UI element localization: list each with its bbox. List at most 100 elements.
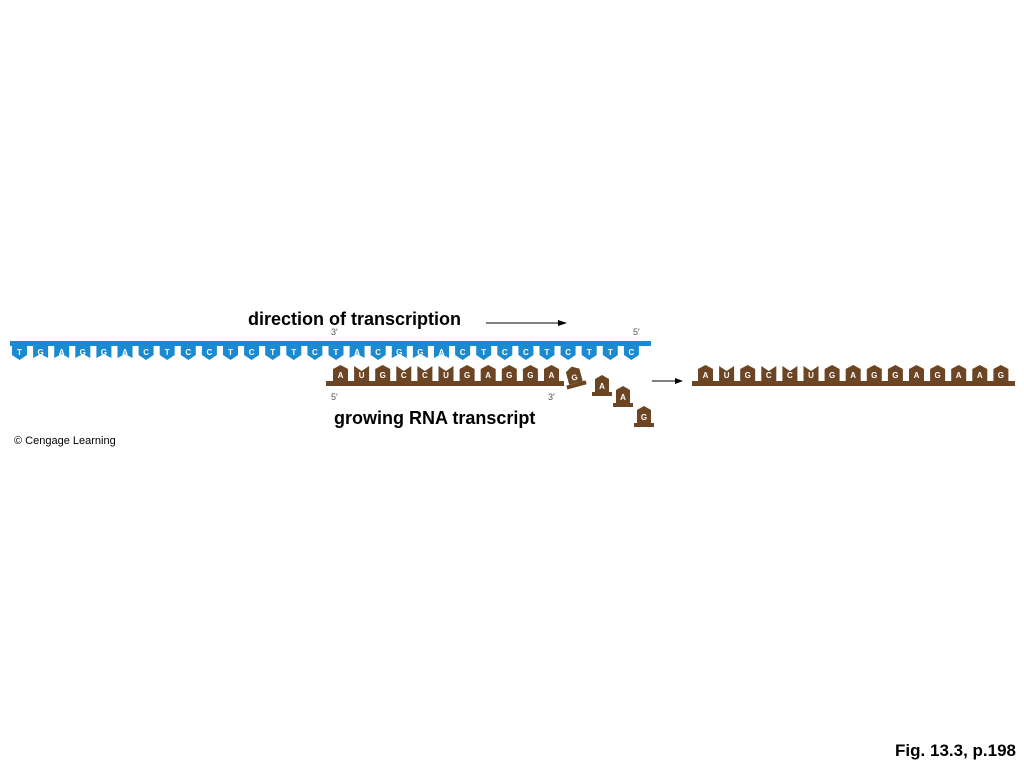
dna-base bbox=[201, 346, 217, 360]
dna-base bbox=[412, 346, 428, 358]
final-rna-base-letter: C bbox=[766, 371, 772, 380]
rna-backbone bbox=[326, 381, 564, 386]
dna-base-letter: C bbox=[207, 348, 213, 357]
direction-of-transcription-label: direction of transcription bbox=[248, 309, 462, 329]
rna-base-letter: U bbox=[359, 371, 365, 380]
incoming-nucleotide: A bbox=[613, 386, 633, 407]
dna-base bbox=[159, 346, 175, 360]
final-rna-base bbox=[761, 366, 777, 381]
rna-base bbox=[544, 365, 559, 381]
dna-base bbox=[434, 346, 449, 358]
dna-base-letter: C bbox=[249, 348, 255, 357]
dna-backbone bbox=[10, 341, 651, 346]
rna-base bbox=[438, 366, 454, 381]
dna-base-letter: G bbox=[80, 348, 86, 357]
dna-base bbox=[307, 346, 323, 360]
dna-base bbox=[138, 346, 154, 360]
final-rna-base-letter: G bbox=[745, 371, 751, 380]
final-rna-base bbox=[993, 365, 1009, 381]
dna-base-letter: A bbox=[59, 348, 65, 357]
rna-end-right: 3′ bbox=[548, 392, 555, 402]
dna-base-letter: C bbox=[502, 348, 508, 357]
final-rna-base bbox=[972, 365, 988, 381]
final-rna-base bbox=[803, 366, 819, 381]
rna-base bbox=[375, 365, 391, 381]
final-rna-base-letter: A bbox=[914, 371, 920, 380]
final-rna-base bbox=[930, 365, 946, 381]
final-rna-base bbox=[698, 365, 713, 381]
dna-end-right: 5′ bbox=[633, 327, 640, 337]
dna-base bbox=[476, 346, 492, 360]
rna-base-letter: A bbox=[338, 371, 344, 380]
final-rna-base bbox=[740, 365, 756, 381]
dna-base-letter: T bbox=[481, 348, 486, 357]
rna-base bbox=[501, 365, 517, 381]
dna-base bbox=[54, 346, 70, 358]
dna-base-letter: G bbox=[417, 348, 423, 357]
final-rna-base-letter: A bbox=[703, 371, 709, 380]
dna-base bbox=[391, 346, 407, 358]
result-arrow bbox=[652, 378, 683, 384]
rna-end-left: 5′ bbox=[331, 392, 338, 402]
dna-base bbox=[539, 346, 555, 360]
dna-base bbox=[180, 346, 196, 360]
final-rna-base-letter: U bbox=[724, 371, 730, 380]
dna-base-letter: C bbox=[312, 348, 318, 357]
dna-base-letter: A bbox=[439, 348, 445, 357]
dna-base-letter: C bbox=[523, 348, 529, 357]
final-rna-base-letter: C bbox=[787, 371, 793, 380]
dna-base-letter: T bbox=[228, 348, 233, 357]
dna-base bbox=[96, 346, 112, 358]
final-rna-base bbox=[951, 365, 967, 381]
dna-base-letter: C bbox=[565, 348, 571, 357]
incoming-base-letter: G bbox=[641, 413, 647, 422]
dna-base bbox=[286, 346, 302, 360]
incoming-base-letter: G bbox=[570, 373, 578, 383]
dna-base bbox=[497, 346, 513, 360]
rna-base bbox=[333, 365, 348, 381]
incoming-base-letter: A bbox=[620, 393, 626, 402]
dna-base-letter: A bbox=[122, 348, 128, 357]
dna-base bbox=[223, 346, 238, 360]
incoming-sugar bbox=[613, 403, 633, 407]
dna-base-letter: T bbox=[545, 348, 550, 357]
dna-base-letter: G bbox=[37, 348, 43, 357]
final-rna-base-letter: A bbox=[977, 371, 983, 380]
direction-arrow bbox=[486, 320, 567, 326]
rna-base bbox=[354, 366, 370, 381]
dna-base-letter: T bbox=[608, 348, 613, 357]
rna-base-letter: G bbox=[380, 371, 386, 380]
final-rna-base bbox=[719, 366, 735, 381]
rna-base bbox=[459, 365, 475, 381]
dna-base bbox=[455, 346, 471, 360]
dna-base-letter: T bbox=[587, 348, 592, 357]
final-rna-base bbox=[824, 365, 840, 381]
dna-base-letter: G bbox=[101, 348, 107, 357]
dna-base bbox=[602, 346, 618, 360]
incoming-base bbox=[565, 366, 583, 385]
dna-base-letter: C bbox=[460, 348, 466, 357]
dna-base bbox=[328, 346, 344, 360]
dna-base-letter: T bbox=[165, 348, 170, 357]
final-rna-base bbox=[845, 365, 861, 381]
dna-base bbox=[518, 346, 534, 360]
rna-base-letter: A bbox=[549, 371, 555, 380]
dna-base-letter: C bbox=[185, 348, 191, 357]
incoming-base bbox=[616, 386, 630, 403]
rna-base-letter: C bbox=[422, 371, 428, 380]
dna-base bbox=[117, 346, 133, 358]
final-rna-backbone bbox=[692, 381, 1015, 386]
final-rna-base bbox=[782, 366, 798, 381]
rna-base bbox=[417, 366, 433, 381]
rna-base bbox=[522, 365, 538, 381]
dna-base-letter: T bbox=[270, 348, 275, 357]
rna-base-letter: U bbox=[443, 371, 449, 380]
dna-base bbox=[349, 346, 365, 358]
copyright-label: © Cengage Learning bbox=[14, 435, 116, 447]
final-rna-base-letter: U bbox=[808, 371, 814, 380]
dna-base-letter: T bbox=[17, 348, 22, 357]
